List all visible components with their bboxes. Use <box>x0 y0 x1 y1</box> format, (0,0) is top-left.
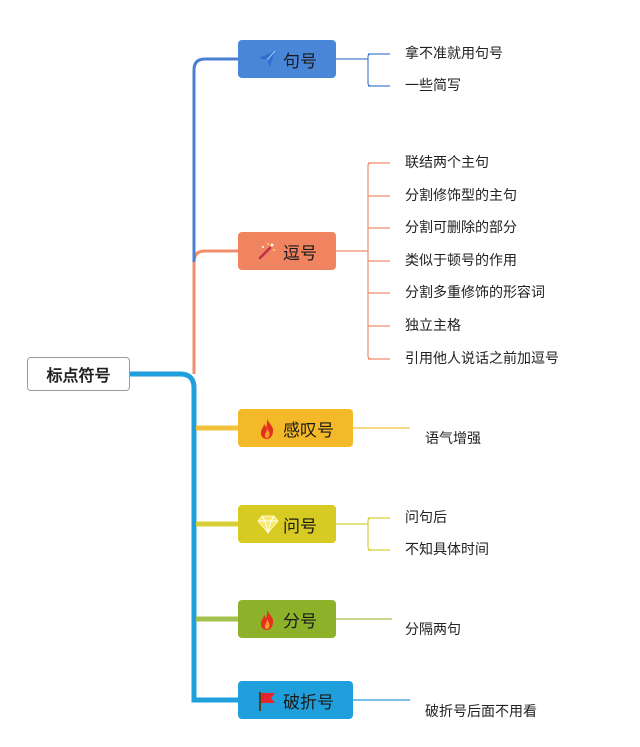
branch-node-1[interactable]: 逗号 <box>238 232 336 270</box>
leaf-item[interactable]: 独立主格 <box>405 318 461 334</box>
branch-node-0[interactable]: 句号 <box>238 40 336 78</box>
leaf-item[interactable]: 一些简写 <box>405 78 461 94</box>
leaf-item[interactable]: 破折号后面不用看 <box>425 704 537 720</box>
fire-icon <box>257 418 277 439</box>
leaf-bracket-3 <box>367 517 372 551</box>
branch-label: 句号 <box>283 51 317 72</box>
leaf-item[interactable]: 分割可删除的部分 <box>405 220 517 236</box>
branch-label: 感叹号 <box>283 420 334 441</box>
magic-wand-icon <box>257 241 277 261</box>
branch-label: 分号 <box>283 611 317 632</box>
leaf-item[interactable]: 联结两个主句 <box>405 155 489 171</box>
trunk-comma <box>192 249 238 374</box>
leaf-item[interactable]: 引用他人说话之前加逗号 <box>405 351 559 367</box>
branch-node-5[interactable]: 破折号 <box>238 681 353 719</box>
branch-label: 逗号 <box>283 243 317 264</box>
leaf-item[interactable]: 拿不准就用句号 <box>405 46 503 62</box>
trunk-period <box>192 57 238 262</box>
leaf-item[interactable]: 分割多重修饰的形容词 <box>405 285 545 301</box>
red-flag-icon <box>257 690 277 711</box>
trunk-lower <box>130 371 238 703</box>
leaf-item[interactable]: 类似于顿号的作用 <box>405 253 517 269</box>
branch-label: 破折号 <box>283 692 334 713</box>
leaf-item[interactable]: 问句后 <box>405 510 447 526</box>
leaf-item[interactable]: 分割修饰型的主句 <box>405 188 517 204</box>
leaf-item[interactable]: 语气增强 <box>425 431 481 447</box>
leaf-bracket-0 <box>367 53 372 87</box>
root-label: 标点符号 <box>46 366 111 385</box>
branch-label: 问号 <box>283 516 317 537</box>
leaf-item[interactable]: 不知具体时间 <box>405 542 489 558</box>
leaf-item[interactable]: 分隔两句 <box>405 622 461 638</box>
branch-node-2[interactable]: 感叹号 <box>238 409 353 447</box>
diamond-icon <box>257 514 279 534</box>
paper-plane-icon <box>257 49 277 69</box>
branch-node-3[interactable]: 问号 <box>238 505 336 543</box>
fire-icon <box>257 609 277 630</box>
root-node[interactable]: 标点符号 <box>27 357 130 391</box>
branch-node-4[interactable]: 分号 <box>238 600 336 638</box>
